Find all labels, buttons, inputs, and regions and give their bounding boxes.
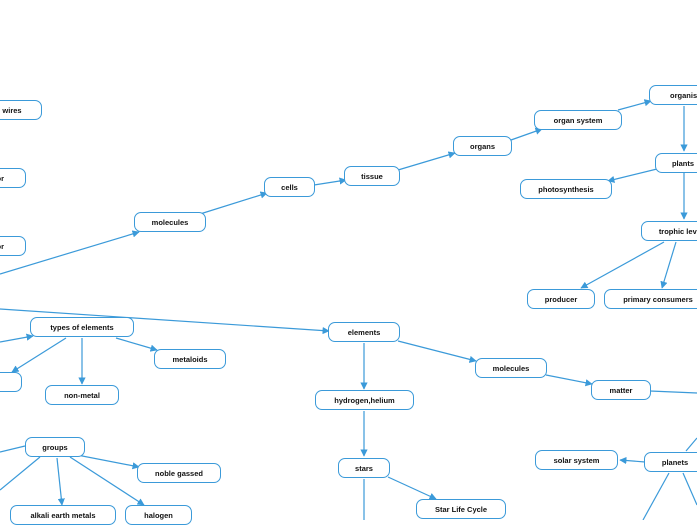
edge-groups-alkali [56, 457, 65, 506]
node-al[interactable]: al [0, 372, 22, 392]
node-hydrogen-helium[interactable]: hydrogen,helium [315, 390, 414, 410]
edge-plants-photosynthesis [607, 168, 658, 183]
node-noble-gassed[interactable]: noble gassed [137, 463, 221, 483]
node-non-metal[interactable]: non-metal [45, 385, 119, 405]
node-alkali-earth-metals[interactable]: alkali earth metals [10, 505, 116, 525]
node-solar-system[interactable]: solar system [535, 450, 618, 470]
node-metaloids[interactable]: metaloids [154, 349, 226, 369]
node-star-life-cycle[interactable]: Star Life Cycle [416, 499, 506, 519]
node-halogen[interactable]: halogen [125, 505, 192, 525]
edge-planets-down-right [682, 472, 697, 506]
edge-cells-tissue [313, 177, 347, 186]
edge-matter-next [649, 390, 697, 394]
edge-groups-left [0, 456, 41, 491]
edge-organs-organ-system [510, 127, 543, 141]
edge-groups-halogen [69, 456, 145, 506]
edge-up-planets [685, 437, 697, 452]
edge-root-types [0, 333, 34, 343]
edge-trophic-producer [580, 241, 665, 289]
node-plants[interactable]: plants [655, 153, 697, 173]
edge-root-elements [0, 308, 330, 335]
edge-molecules-matter [545, 374, 593, 387]
node-groups[interactable]: groups [25, 437, 85, 457]
edge-trophic-primary [660, 241, 677, 289]
edge-types-metaloids [115, 337, 158, 352]
node-tor-2[interactable]: tor [0, 236, 26, 256]
node-primary-consumers[interactable]: primary consumers [604, 289, 697, 309]
edge-elements-molecules [397, 340, 477, 363]
edge-stars-lifecycle [387, 476, 437, 500]
node-stars[interactable]: stars [338, 458, 390, 478]
edge-root-groups [0, 445, 26, 453]
node-photosynthesis[interactable]: photosynthesis [520, 179, 612, 199]
node-planets[interactable]: planets [644, 452, 697, 472]
node-trophic-levels[interactable]: trophic levels [641, 221, 697, 241]
edge-root-molecules [0, 230, 140, 275]
node-elements[interactable]: elements [328, 322, 400, 342]
edge-planets-solar [619, 456, 646, 465]
edge-planets-down-left [642, 472, 670, 520]
node-matter[interactable]: matter [591, 380, 651, 400]
edge-tissue-organs [397, 151, 456, 171]
node-organ-system[interactable]: organ system [534, 110, 622, 130]
node-organisms[interactable]: organisms [649, 85, 697, 105]
node-types-of-elements[interactable]: types of elements [30, 317, 134, 337]
edge-molecules-cells [199, 191, 268, 215]
node-organs[interactable]: organs [453, 136, 512, 156]
node-tissue[interactable]: tissue [344, 166, 400, 186]
node-producer[interactable]: producer [527, 289, 595, 309]
node-wires[interactable]: wires [0, 100, 42, 120]
node-tor-1[interactable]: tor [0, 168, 26, 188]
edge-types-al [11, 337, 67, 373]
edge-organ-system-organisms [617, 99, 652, 111]
node-molecules-mid[interactable]: molecules [475, 358, 547, 378]
node-cells[interactable]: cells [264, 177, 315, 197]
edge-groups-noble [71, 453, 140, 470]
node-molecules-top[interactable]: molecules [134, 212, 206, 232]
